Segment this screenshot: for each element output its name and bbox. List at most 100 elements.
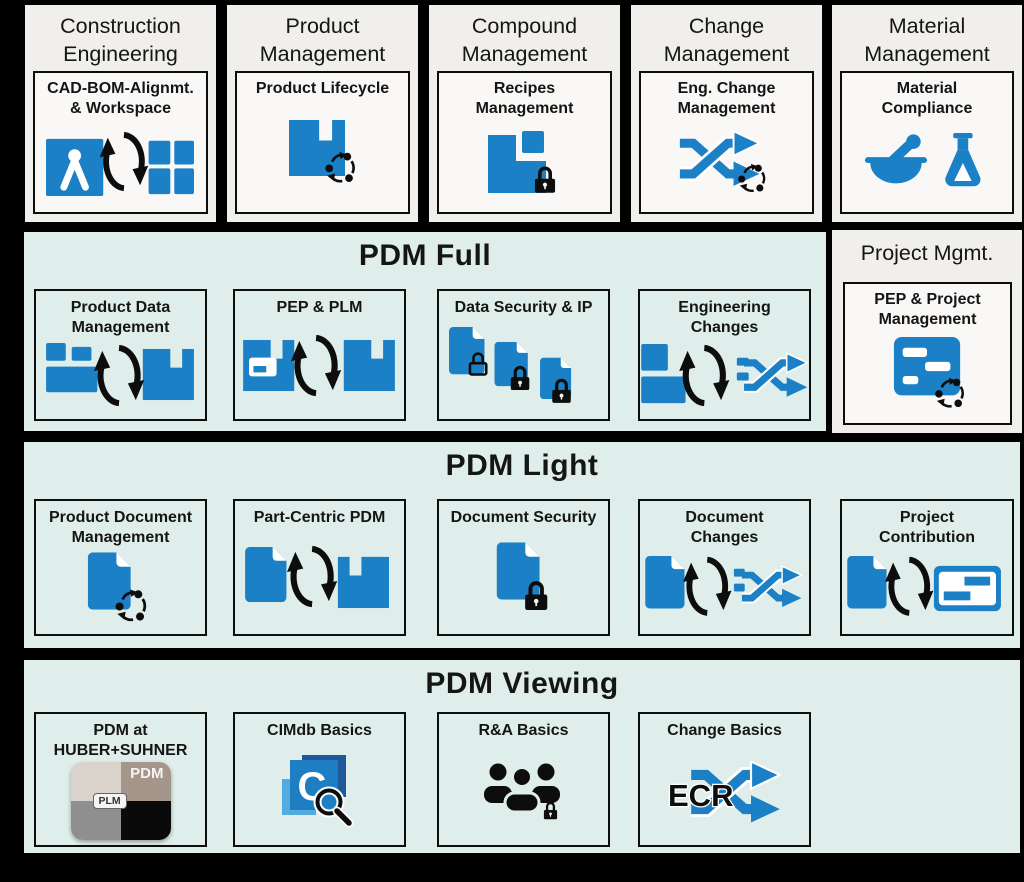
recipes-management-icon	[439, 118, 610, 212]
topcard-change-management: Change Management Eng. Change Management	[631, 5, 822, 222]
shuffle-arrows-icon	[679, 131, 759, 186]
column-title: Compound Management	[461, 14, 588, 66]
card-part-centric-pdm: Part-Centric PDM	[233, 499, 406, 636]
part-icon	[343, 339, 395, 391]
card-label: Product Data Management	[70, 299, 171, 336]
card-label: Change Basics	[667, 722, 782, 739]
topcard-material-management: Material Management Material Compliance	[832, 5, 1022, 222]
card-product-document-management: Product Document Management	[34, 499, 207, 636]
band-pdm-light: PDM Light Product Document Management Pa…	[22, 440, 1022, 650]
card-label: PDM at HUBER+SUHNER	[53, 722, 188, 759]
cad-bom-workspace-icon	[35, 118, 206, 212]
card-product-data-management: Product Data Management	[34, 289, 207, 421]
card-label: Document Security	[450, 509, 597, 526]
document-icon	[496, 542, 540, 600]
document-icon	[87, 552, 131, 610]
pep-plm-sync-icon	[235, 318, 404, 419]
shuffle-arrows-icon	[741, 566, 801, 607]
lock-icon	[542, 801, 558, 820]
module-label: CAD-BOM-Alignmt. & Workspace	[47, 80, 194, 117]
band-title: PDM Light	[445, 449, 599, 482]
documents-locks-icon	[439, 318, 608, 419]
part-icon	[288, 120, 345, 177]
card-label: Part-Centric PDM	[253, 509, 386, 526]
document-icon	[644, 555, 685, 609]
card-label: R&A Basics	[478, 722, 569, 739]
card-label: Product Document Management	[48, 509, 193, 546]
card-engineering-changes: Engineering Changes	[638, 289, 811, 421]
sync-arrows-icon	[286, 549, 336, 604]
part-icon	[142, 348, 194, 400]
module-card: Eng. Change Management	[639, 71, 814, 214]
document-sync-board-icon	[842, 547, 1012, 634]
card-document-changes: Document Changes	[638, 499, 811, 636]
shuffle-arrows-icon	[744, 353, 807, 396]
card-pep-plm: PEP & PLM	[233, 289, 406, 421]
card-ra-basics: R&A Basics	[437, 712, 610, 847]
card-label: Data Security & IP	[454, 299, 593, 316]
module-label: Eng. Change Management	[677, 80, 776, 117]
card-label: PEP & PLM	[276, 299, 363, 316]
column-title: Material Management	[864, 14, 990, 66]
quadrant-br	[120, 800, 171, 840]
card-label: CIMdb Basics	[267, 722, 372, 739]
parts-sync-icon	[36, 337, 205, 419]
column-project-mgmt: Project Mgmt. PEP & Project Management	[832, 230, 1022, 433]
card-label: PEP & Project Management	[874, 291, 981, 328]
sync-arrows-icon	[885, 560, 933, 613]
module-card: CAD-BOM-Alignmt. & Workspace	[33, 71, 208, 214]
topcard-construction-engineering: Construction Engineering CAD-BOM-Alignmt…	[25, 5, 216, 222]
eng-change-icon	[641, 118, 812, 212]
recipe-block-icon	[487, 135, 546, 194]
pdm-plm-quadrant-icon: PDM PLM	[70, 761, 171, 840]
plm-label: PLM	[92, 792, 127, 809]
column-title: Change Management	[663, 14, 790, 66]
card-label: Document Changes	[685, 509, 764, 546]
band-pdm-full: PDM Full Product Data Management PEP & P…	[22, 230, 828, 433]
project-board-sync-icon	[845, 329, 1010, 423]
workspace-tiles-icon	[148, 140, 194, 194]
document-sync-shuffle-icon	[640, 547, 809, 634]
card-pep-project-management: PEP & Project Management	[843, 282, 1012, 425]
flask-icon	[945, 132, 981, 187]
column-title: Construction Engineering	[60, 14, 181, 66]
module-label: Material Compliance	[881, 80, 973, 117]
project-board-icon	[933, 565, 1001, 612]
card-label: Project Contribution	[879, 509, 975, 546]
people-icon	[483, 763, 560, 814]
quadrant-tr: PDM	[120, 761, 171, 801]
card-pdm-at-huber-suhner: PDM at HUBER+SUHNER PDM PLM	[34, 712, 207, 847]
people-lock-icon	[439, 741, 608, 845]
sync-arrows-icon	[99, 134, 148, 187]
sync-arrows-icon	[683, 560, 731, 613]
pdm-label: PDM	[130, 764, 164, 782]
cimdb-logo-icon: C	[235, 741, 404, 845]
document-sync-part-icon	[235, 528, 404, 634]
sync-arrows-icon	[679, 347, 729, 402]
mortar-pestle-icon	[864, 134, 927, 184]
compass-icon	[67, 148, 81, 162]
band-title: PDM Full	[358, 239, 492, 272]
card-document-security: Document Security	[437, 499, 610, 636]
module-label: Product Lifecycle	[255, 80, 390, 97]
document-icon	[448, 326, 485, 375]
module-card: Product Lifecycle	[235, 71, 410, 214]
ecr-arrows-icon: ECR	[640, 741, 809, 845]
document-icon	[847, 555, 887, 609]
sync-arrows-icon	[290, 338, 340, 393]
module-label: Recipes Management	[475, 80, 574, 117]
sync-arrows-icon	[93, 347, 143, 402]
module-card: Recipes Management	[437, 71, 612, 214]
ecr-label: ECR	[668, 778, 733, 813]
product-lifecycle-icon	[237, 99, 408, 212]
column-title: Product Management	[259, 14, 386, 66]
document-iterate-icon	[36, 547, 205, 634]
module-card: Material Compliance	[840, 71, 1014, 214]
card-label: Engineering Changes	[678, 299, 771, 336]
card-project-contribution: Project Contribution	[840, 499, 1014, 636]
topcard-compound-management: Compound Management Recipes Management	[429, 5, 620, 222]
magnifier-icon	[313, 786, 353, 827]
column-title: Project Mgmt.	[860, 241, 994, 265]
topcard-product-management: Product Management Product Lifecycle	[227, 5, 418, 222]
